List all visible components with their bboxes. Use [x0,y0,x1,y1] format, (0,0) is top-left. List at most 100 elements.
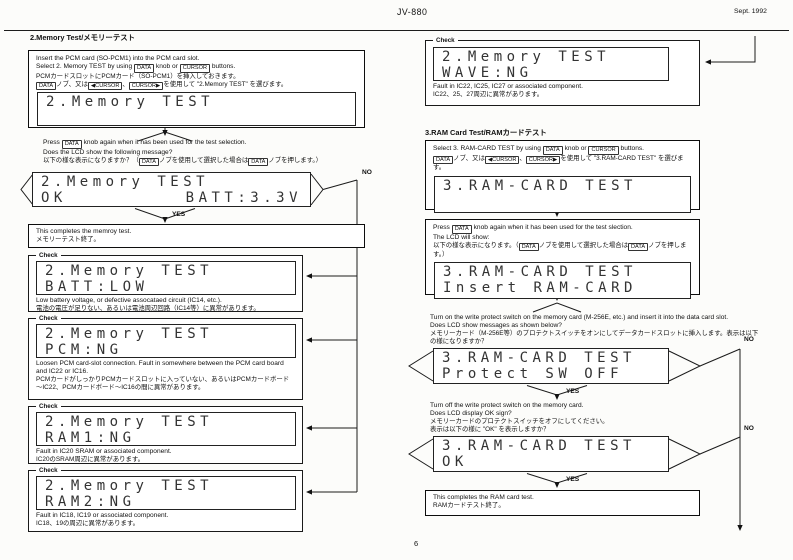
lcd-pcm-ng: 2.Memory TEST PCM:NG [36,324,296,358]
lcd-line2: BATT:LOW [45,278,149,295]
protect-off-text: Turn off the write protect switch on the… [430,402,750,434]
check-box-ram1-ng: Check 2.Memory TEST RAM1:NG Fault in IC2… [28,403,303,464]
lcd-line1: 3.RAM-CARD TEST [442,350,636,366]
keycap: ◀CURSOR [87,81,123,91]
fault-note-jp: IC22、25、27周辺に異常があります。 [433,91,544,98]
keycap: DATA [451,225,472,234]
keycap: DATA [628,242,649,252]
lcd-line1: 2.Memory TEST [46,94,215,111]
memory-test-heading: 2.Memory Test/メモリーテスト [30,33,135,42]
instruction-line: Insert the PCM card (SO-PCM1) into the P… [36,55,200,62]
lcd-protect-sw-off: 3.RAM-CARD TEST Protect SW OFF [433,348,669,384]
fault-note-en: Loosen PCM card-slot connection. Fault i… [36,360,284,375]
keycap: DATA [61,140,82,149]
keycap: ◀CURSOR [484,155,520,165]
keycap: CURSOR [588,146,619,155]
lcd-line1: 2.Memory TEST [41,174,210,190]
fault-note-en: Fault in IC18, IC19 or associated compon… [36,512,169,519]
instruction-line: Does LCD display OK sign? [430,410,512,417]
ram-complete-box: This completes the RAM card test. RAMカード… [425,490,700,516]
keycap: DATA [248,157,269,167]
header-rule [4,30,789,32]
instruction-line: Press DATA knob again when it has been u… [43,139,247,149]
instruction-line: Does the LCD show the following message? [43,148,173,156]
keycap: CURSOR [179,64,210,73]
instruction-line: Does LCD show messages as shown below? [430,322,562,329]
instruction-line: Turn off the write protect switch on the… [430,402,584,409]
keycap: DATA [133,64,155,73]
instruction-line: メモリーカードのプロテクトスイッチをオフにしてください。 [430,418,609,425]
yes-label: YES [566,388,580,395]
check-label: Check [433,37,458,44]
keycap: CURSOR▶ [128,81,164,91]
ram-press-box: Press DATA knob again when it has been u… [425,219,700,300]
lcd-memory-decision: 2.Memory TEST OK BATT:3.3V [32,172,311,207]
fault-note-jp: IC18、19の周辺に異常があります。 [36,520,140,527]
lcd-line2: RAM2:NG [45,493,136,510]
lcd-line1: 3.RAM-CARD TEST [443,264,637,281]
lcd-wave-ng: 2.Memory TEST WAVE:NG [433,47,669,81]
lcd-memory-test: 2.Memory TEST [37,92,356,127]
check-box-batt-low: Check 2.Memory TEST BATT:LOW Low battery… [28,252,303,312]
keycap: DATA [433,155,454,165]
lcd-line1: 3.RAM-CARD TEST [443,178,637,195]
fault-note-en: Fault in IC20 SRAM or associated compone… [36,448,172,455]
ram-select-box: Select 3. RAM-CARD TEST by using DATA kn… [425,140,700,214]
fault-note-en: Low battery voltage, or defective assoca… [36,297,222,304]
lcd-battery-value: BATT:3.3V [185,189,302,206]
fault-note-jp: 電池の電圧が足りない、あるいは電池周辺回路（IC14等）に異常があります。 [36,305,260,312]
yes-label: YES [172,211,186,218]
lcd-line2: WAVE:NG [442,64,533,81]
instruction-line: メモリーカード（M-256E等）のプロテクトスイッチをオンにしてデータカードスロ… [430,330,759,345]
yes-label: YES [566,476,580,483]
lcd-line2: RAM1:NG [45,429,136,446]
page-title: JV-880 [397,7,428,17]
check-box-wave-ng: Check 2.Memory TEST WAVE:NG Fault in IC2… [425,37,700,106]
check-label: Check [36,467,61,474]
no-label: NO [362,169,372,176]
lcd-line1: 2.Memory TEST [45,478,214,494]
memory-intro-box: Insert the PCM card (SO-PCM1) into the P… [28,50,365,128]
lcd-insert-ram-card: 3.RAM-CARD TEST Insert RAM-CARD [434,262,691,300]
lcd-line1: 2.Memory TEST [45,326,214,342]
keycap: DATA [138,157,159,167]
check-label: Check [36,315,61,322]
fault-note-jp: PCMカードがしっかりPCMカードスロットに入っていない、あるいはPCMカードボ… [36,376,290,391]
lcd-line1: 2.Memory TEST [45,414,214,430]
instruction-line: Select 2. Memory TEST by using DATA knob… [36,63,236,73]
instruction-line: Turn on the write protect switch on the … [430,314,729,321]
lcd-ram1-ng: 2.Memory TEST RAM1:NG [36,412,296,446]
complete-text-jp: メモリーテスト終了。 [36,236,100,243]
lcd-ram-card-ok: 3.RAM-CARD TEST OK [433,436,669,472]
check-label: Check [36,403,61,410]
check-box-ram2-ng: Check 2.Memory TEST RAM2:NG Fault in IC1… [28,467,303,532]
fault-note-en: Fault in IC22, IC25, IC27 or associated … [433,83,583,90]
check-box-pcm-ng: Check 2.Memory TEST PCM:NG Loosen PCM ca… [28,315,303,400]
lcd-line1: 3.RAM-CARD TEST [442,438,636,454]
keycap: DATA [518,242,539,252]
lcd-line2: OK [442,453,468,470]
lcd-line2: Insert RAM-CARD [443,279,637,296]
fault-note-jp: IC20のSRAM周辺に異常があります。 [36,456,145,463]
lcd-line2: Protect SW OFF [442,365,624,382]
lcd-batt-low: 2.Memory TEST BATT:LOW [36,261,296,295]
protect-on-text: Turn on the write protect switch on the … [430,314,762,346]
instruction-line: Press DATA knob again when it has been u… [433,224,633,234]
no-label: NO [744,425,754,432]
complete-text-en: This completes the memroy test. [36,228,132,235]
check-label: Check [36,252,61,259]
lcd-status: OK [41,189,67,206]
page-number: 6 [414,539,419,548]
keycap: CURSOR▶ [525,155,561,165]
complete-text-jp: RAMカードテスト終了。 [433,502,505,509]
ram-card-test-heading: 3.RAM Card Test/RAMカードテスト [425,128,547,137]
lcd-line2: OK BATT:3.3V [41,189,302,207]
lcd-ram-card-test: 3.RAM-CARD TEST [434,176,691,214]
lcd-line1: 2.Memory TEST [45,263,214,279]
no-label: NO [744,336,754,343]
memory-press-text: Press DATA knob again when it has been u… [43,139,365,167]
lcd-line1: 2.Memory TEST [442,49,611,65]
